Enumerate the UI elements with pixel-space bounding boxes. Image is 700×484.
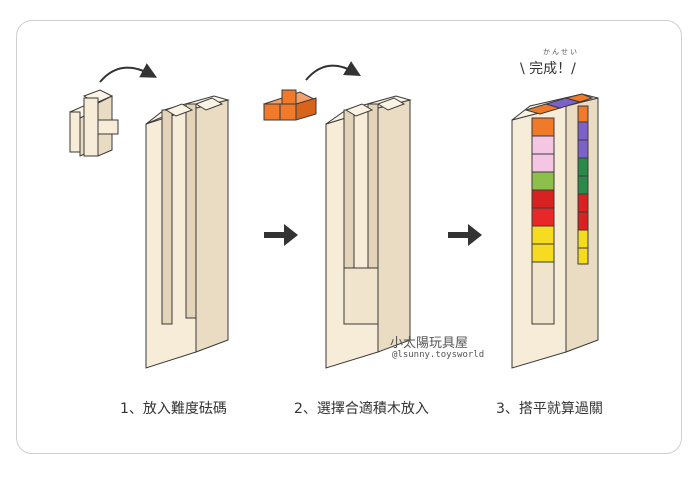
- tower-empty: [145, 95, 230, 369]
- step-1-caption: 1、放入難度砝碼: [120, 401, 227, 417]
- weight-block-icon: [68, 89, 119, 157]
- next-step-arrow-icon: [264, 224, 298, 246]
- completion-label: \ 完成！/: [520, 61, 576, 77]
- watermark-handle: @lsunny.toysworld: [392, 350, 485, 360]
- orange-block-icon: [262, 89, 318, 121]
- tower-complete: [511, 93, 599, 369]
- curved-arrow-icon: [305, 61, 361, 81]
- curved-arrow-icon: [99, 63, 158, 83]
- watermark-name: 小太陽玩具屋: [390, 336, 469, 351]
- tower-partial: [325, 95, 412, 369]
- step-2-caption: 2、選擇合適積木放入: [294, 401, 429, 417]
- next-step-arrow-icon: [448, 224, 482, 246]
- side-colored-stack: [577, 105, 589, 265]
- step-3-caption: 3、搭平就算過關: [496, 401, 603, 417]
- completion-ruby: かんせい: [543, 48, 579, 56]
- front-colored-stack: [531, 117, 555, 325]
